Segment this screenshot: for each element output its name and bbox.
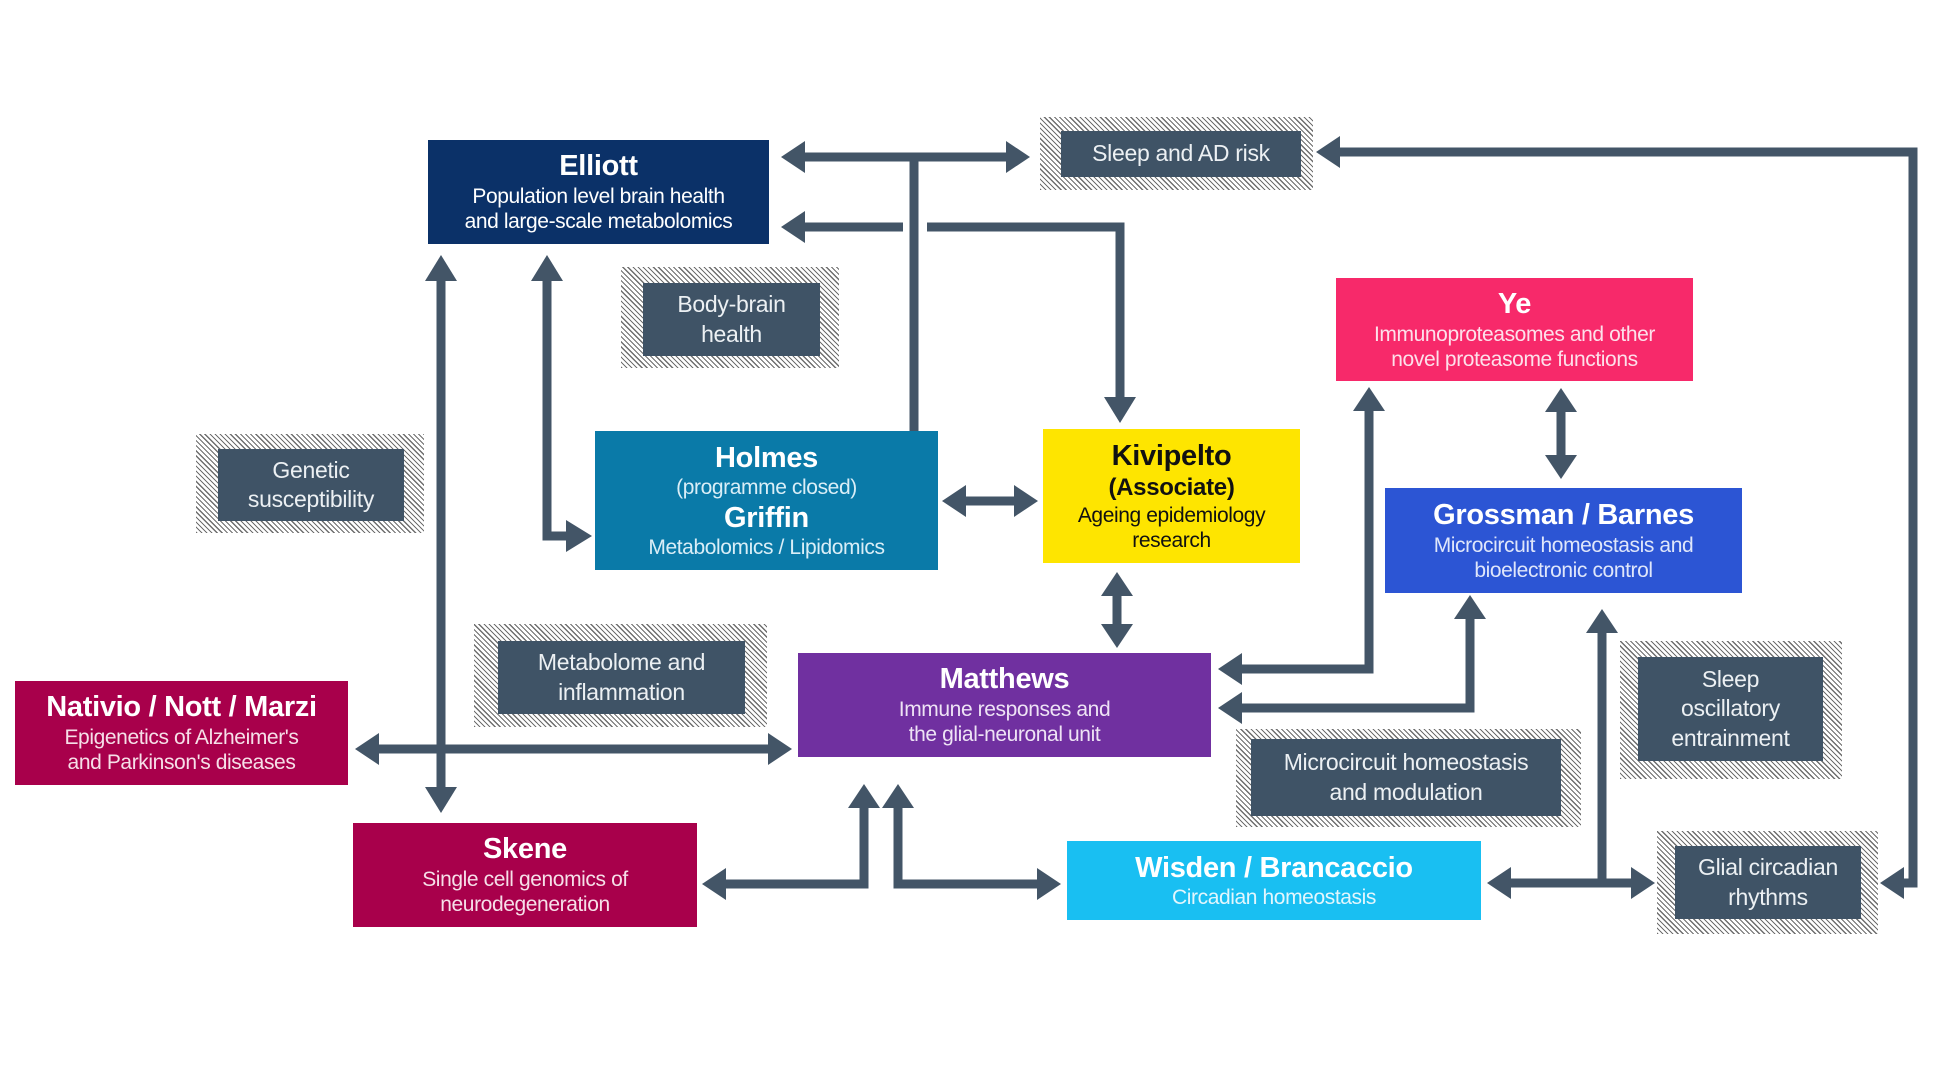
arrowhead — [1218, 653, 1242, 685]
group-title: Grossman / Barnes — [1433, 498, 1694, 531]
group-box-matthews: Matthews Immune responses and the glial-… — [798, 653, 1211, 757]
group-description: novel proteasome functions — [1391, 347, 1638, 371]
arrow-matthews-grossman — [1239, 615, 1475, 713]
group-description: Population level brain health — [472, 185, 725, 209]
arrow-skene-matthews — [723, 804, 869, 889]
arrowhead — [848, 784, 880, 808]
arrowhead — [768, 733, 792, 765]
arrowhead — [1353, 387, 1385, 411]
arrowhead — [882, 784, 914, 808]
group-box-nativio-nott-marzi: Nativio / Nott / Marzi Epigenetics of Al… — [15, 681, 348, 785]
theme-label: and modulation — [1329, 778, 1483, 805]
arrowhead — [1487, 867, 1511, 899]
theme-box-body-brain-health: Body-brain health — [643, 283, 820, 356]
arrowhead — [1545, 388, 1577, 412]
theme-label: inflammation — [558, 678, 685, 705]
theme-box-metabolome-inflammation: Metabolome and inflammation — [498, 641, 745, 714]
theme-label: Glial circadian — [1698, 854, 1838, 881]
theme-box-sleep-oscillatory-entrainment: Sleep oscillatory entrainment — [1638, 657, 1823, 761]
theme-label: health — [701, 320, 762, 347]
group-box-grossman-barnes: Grossman / Barnes Microcircuit homeostas… — [1385, 488, 1742, 593]
arrowhead — [1454, 595, 1486, 619]
theme-label: Sleep — [1701, 665, 1760, 692]
arrowhead — [1037, 868, 1061, 900]
group-description: Single cell genomics of — [422, 868, 628, 892]
group-description: the glial-neuronal unit — [908, 723, 1101, 747]
theme-box-microcircuit-homeostasis: Microcircuit homeostasis and modulation — [1251, 739, 1561, 816]
group-title: Kivipelto — [1111, 440, 1232, 473]
arrowhead — [1545, 455, 1577, 479]
arrowhead — [942, 485, 966, 517]
arrowhead — [1101, 572, 1133, 596]
arrow-glial-sleep-ad — [1335, 147, 1918, 888]
arrowhead — [355, 733, 379, 765]
theme-label: Metabolome and — [537, 649, 706, 676]
group-description: Metabolomics / Lipidomics — [648, 536, 885, 560]
arrowhead — [425, 255, 457, 281]
arrowhead — [702, 868, 726, 900]
arrowhead — [1104, 397, 1136, 423]
group-description: bioelectronic control — [1474, 558, 1653, 582]
arrowhead — [1218, 692, 1242, 724]
arrowhead — [566, 520, 592, 552]
theme-label: Genetic — [272, 456, 350, 483]
group-role: (Associate) — [1108, 473, 1235, 501]
arrowheads — [355, 136, 1904, 900]
theme-label: oscillatory — [1681, 695, 1780, 722]
group-title: Elliott — [559, 150, 638, 183]
arrowhead — [1101, 624, 1133, 648]
group-title: Skene — [483, 833, 567, 866]
arrowhead — [1006, 141, 1030, 173]
theme-label: Microcircuit homeostasis — [1283, 749, 1529, 776]
group-status: (programme closed) — [676, 476, 857, 500]
group-box-wisden-brancaccio: Wisden / Brancaccio Circadian homeostasi… — [1067, 841, 1481, 920]
arrowhead — [1014, 485, 1038, 517]
group-description: Immune responses and — [898, 698, 1111, 722]
theme-box-glial-circadian-rhythms: Glial circadian rhythms — [1675, 846, 1861, 919]
arrow-elliott-kivipelto — [927, 222, 1125, 400]
arrowhead — [531, 255, 563, 281]
theme-label: Body-brain — [677, 291, 786, 318]
group-box-ye: Ye Immunoproteasomes and other novel pro… — [1336, 278, 1693, 381]
group-title: Nativio / Nott / Marzi — [46, 691, 317, 724]
group-description: Microcircuit homeostasis and — [1433, 533, 1694, 557]
group-description: Immunoproteasomes and other — [1373, 322, 1656, 346]
arrowhead — [1316, 136, 1340, 168]
theme-box-sleep-ad-risk: Sleep and AD risk — [1061, 131, 1301, 177]
arrowhead — [425, 787, 457, 813]
theme-label: susceptibility — [247, 486, 375, 512]
group-description: research — [1132, 528, 1211, 552]
group-description: and large-scale metabolomics — [464, 210, 733, 234]
arrow-elliott-holmes — [542, 278, 570, 541]
group-description: Epigenetics of Alzheimer's — [64, 726, 299, 750]
arrowhead — [781, 141, 805, 173]
theme-label: rhythms — [1728, 883, 1808, 910]
group-box-kivipelto: Kivipelto (Associate) Ageing epidemiolog… — [1043, 429, 1300, 563]
group-title: Wisden / Brancaccio — [1135, 851, 1413, 884]
arrowhead — [1586, 609, 1618, 633]
group-title: Holmes — [715, 441, 818, 474]
group-description: and Parkinson's diseases — [67, 751, 296, 775]
arrowhead — [1880, 867, 1904, 899]
theme-box-genetic-susceptibility: Genetic susceptibility — [218, 449, 404, 521]
arrowhead — [1631, 867, 1655, 899]
group-box-skene: Skene Single cell genomics of neurodegen… — [353, 823, 697, 927]
arrowhead — [781, 211, 805, 243]
group-box-elliott: Elliott Population level brain health an… — [428, 140, 769, 244]
arrow-matthews-ye — [1239, 407, 1374, 674]
group-title: Ye — [1497, 287, 1532, 320]
group-description: neurodegeneration — [440, 893, 610, 917]
arrow-matthews-wisden — [893, 804, 1040, 889]
group-description: Ageing epidemiology — [1077, 503, 1266, 527]
group-box-holmes-griffin: Holmes (programme closed) Griffin Metabo… — [595, 431, 938, 570]
group-title: Matthews — [939, 663, 1070, 696]
group-description: Circadian homeostasis — [1171, 886, 1377, 910]
theme-label: entrainment — [1671, 724, 1790, 751]
group-title: Griffin — [724, 501, 809, 534]
theme-label: Sleep and AD risk — [1092, 140, 1270, 167]
